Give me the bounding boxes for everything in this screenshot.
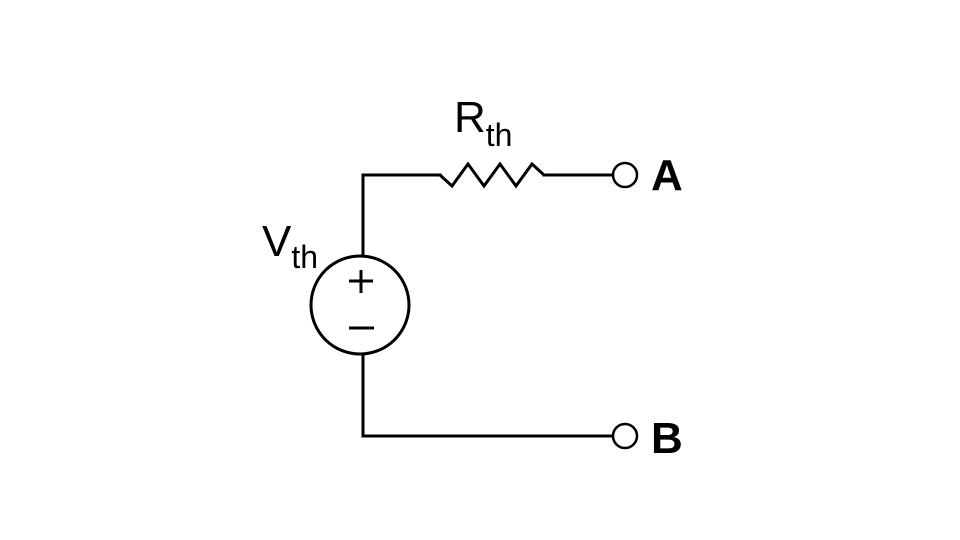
resistor-label: Rth	[454, 93, 512, 153]
source-label-sub: th	[291, 239, 318, 275]
terminal-a-node	[611, 161, 639, 189]
resistor-label-sub: th	[486, 117, 513, 153]
source-label-main: V	[262, 217, 292, 266]
terminal-a-label: A	[651, 151, 683, 200]
resistor-rth	[438, 161, 546, 189]
terminal-b-label: B	[651, 414, 683, 463]
source-plus-sign	[349, 270, 373, 293]
bottom-wire	[361, 353, 614, 438]
resistor-label-main: R	[454, 93, 486, 142]
voltage-source-vth	[309, 254, 411, 356]
top-wire-left	[361, 173, 442, 260]
terminal-b-node	[611, 422, 639, 450]
source-label: Vth	[262, 217, 318, 275]
